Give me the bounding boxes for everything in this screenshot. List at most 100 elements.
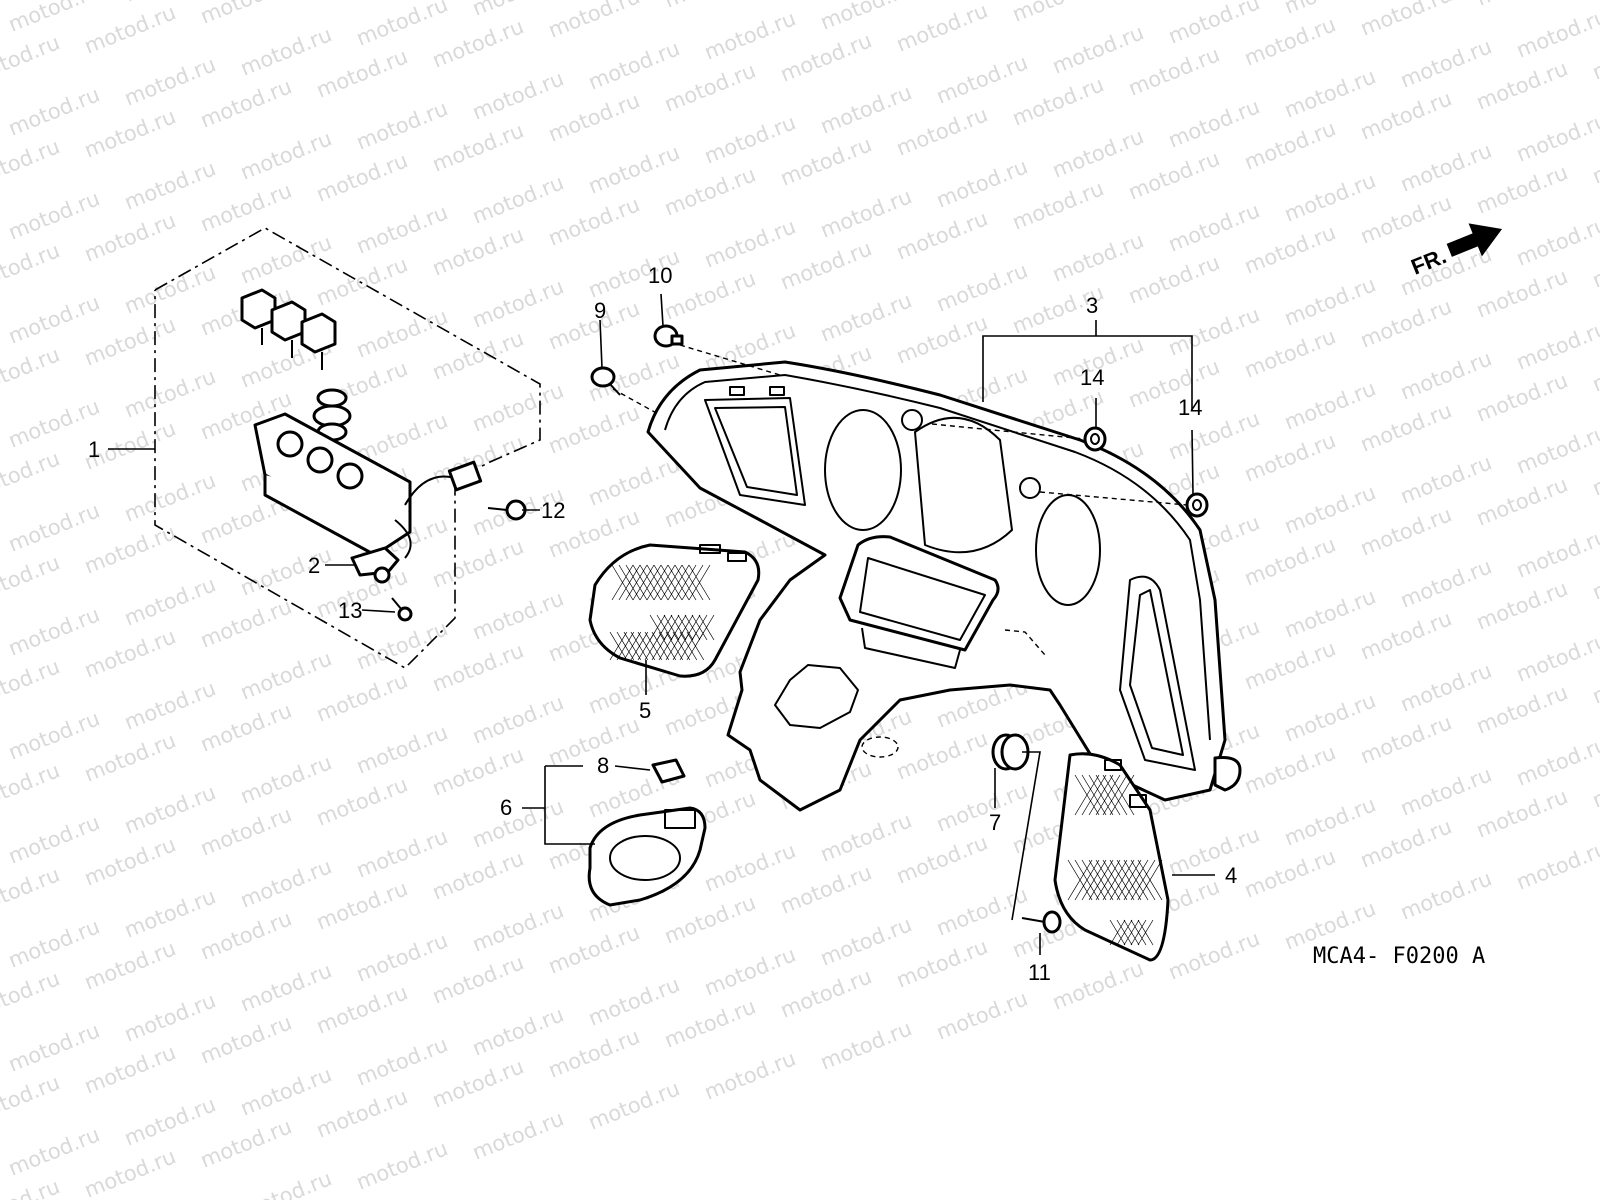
watermark-text: motod.ru [933, 154, 1031, 212]
watermark-text: motod.ru [197, 0, 295, 29]
watermark-text: motod.ru [1241, 12, 1339, 70]
watermark-text: motod.ru [893, 0, 991, 57]
watermark-text: motod.ru [237, 958, 335, 1016]
watermark-text: motod.ru [893, 830, 991, 888]
watermark-text: motod.ru [1165, 94, 1263, 152]
watermark-text: motod.ru [701, 942, 799, 1000]
callout-1: 1 [88, 437, 100, 462]
watermark-text: motod.ru [1513, 108, 1600, 166]
callout-4: 4 [1225, 863, 1237, 888]
watermark-text: motod.ru [1397, 866, 1495, 924]
watermark-text: motod.ru [429, 118, 527, 176]
callout-12: 12 [541, 498, 565, 523]
watermark-text: motod.ru [1049, 20, 1147, 78]
watermark-text: motod.ru [121, 468, 219, 526]
left-speaker-grille [588, 543, 761, 678]
watermark-text: motod.ru [1357, 190, 1455, 248]
dial-knob-7 [991, 733, 1030, 771]
watermark-text: motod.ru [933, 258, 1031, 316]
watermark-text: motod.ru [1241, 740, 1339, 798]
watermark-text: motod.ru [777, 860, 875, 918]
watermark-text: motod.ru [1165, 926, 1263, 984]
watermark-text: motod.ru [469, 1002, 567, 1060]
watermark-text: motod.ru [893, 934, 991, 992]
callout-3: 3 [1086, 293, 1098, 318]
watermark-text: motod.ru [121, 260, 219, 318]
watermark-text: motod.ru [545, 400, 643, 458]
watermark-text: motod.ru [1589, 338, 1600, 396]
watermark-text: motod.ru [197, 698, 295, 756]
screw-12 [487, 499, 527, 521]
switch-grommet [312, 388, 352, 442]
callout-7: 7 [989, 810, 1001, 835]
screw-10 [653, 324, 684, 348]
watermark-text: motod.ru [121, 988, 219, 1046]
watermark-text: motod.ru [661, 994, 759, 1052]
watermark-text: motod.ru [121, 364, 219, 422]
watermark-text: motod.ru [121, 676, 219, 734]
right-speaker-grille [1053, 752, 1170, 962]
switch-housing [253, 412, 483, 559]
watermark-text: motod.ru [5, 186, 103, 244]
watermark-text: motod.ru [0, 238, 63, 296]
watermark-text: motod.ru [81, 832, 179, 890]
watermark-text: motod.ru [81, 624, 179, 682]
watermark-text: motod.ru [661, 0, 759, 13]
watermark-text: motod.ru [817, 912, 915, 970]
watermark-text: motod.ru [429, 846, 527, 904]
watermark-text: motod.ru [933, 986, 1031, 1044]
callout-11: 11 [1028, 960, 1051, 985]
watermark-text: motod.ru [313, 1084, 411, 1142]
watermark-text: motod.ru [585, 1076, 683, 1134]
watermark-text: motod.ru [313, 148, 411, 206]
watermark-text: motod.ru [1513, 732, 1600, 790]
watermark-text: motod.ru [1009, 72, 1107, 130]
callout-9: 9 [594, 298, 606, 323]
watermark-text: motod.ru [1589, 234, 1600, 292]
watermark-text: motod.ru [237, 126, 335, 184]
watermark-text: motod.ru [429, 742, 527, 800]
watermark-text: motod.ru [701, 6, 799, 64]
watermark-text: motod.ru [5, 810, 103, 868]
watermark-text: motod.ru [701, 110, 799, 168]
watermark-text: motod.ru [429, 950, 527, 1008]
watermark-text: motod.ru [701, 838, 799, 896]
watermark-text: motod.ru [121, 52, 219, 110]
watermark-text: motod.ru [1357, 86, 1455, 144]
screw-11 [1021, 910, 1062, 934]
watermark-text: motod.ru [545, 88, 643, 146]
callout-10: 10 [648, 263, 672, 288]
watermark-text: motod.ru [313, 668, 411, 726]
watermark-text: motod.ru [1241, 116, 1339, 174]
watermark-text: motod.ru [1589, 754, 1600, 812]
callout-5: 5 [639, 698, 651, 723]
watermark-text: motod.ru [1125, 250, 1223, 308]
watermark-text: motod.ru [777, 28, 875, 86]
watermark-text: motod.ru [353, 304, 451, 362]
watermark-text: motod.ru [0, 446, 63, 504]
watermark-text: motod.ru [1165, 198, 1263, 256]
callout-8: 8 [597, 753, 609, 778]
watermark-text: motod.ru [353, 824, 451, 882]
watermark-text: motod.ru [661, 58, 759, 116]
watermark-text: motod.ru [353, 720, 451, 778]
watermark-text: motod.ru [1165, 302, 1263, 360]
callout-14b: 14 [1178, 395, 1202, 420]
watermark-text: motod.ru [1589, 442, 1600, 500]
leader-lines [108, 293, 1215, 955]
watermark-text: motod.ru [121, 884, 219, 942]
watermark-text: motod.ru [0, 1174, 63, 1200]
watermark-text: motod.ru [1357, 814, 1455, 872]
switch-knobs [240, 288, 337, 370]
watermark-text: motod.ru [121, 780, 219, 838]
watermark-text: motod.ru [1357, 606, 1455, 664]
watermark-text: motod.ru [0, 1070, 63, 1128]
watermark-text: motod.ru [121, 156, 219, 214]
watermark-text: motod.ru [817, 80, 915, 138]
watermark-text: motod.ru [5, 290, 103, 348]
watermark-text: motod.ru [817, 288, 915, 346]
watermark-text: motod.ru [0, 342, 63, 400]
watermark-text: motod.ru [1513, 420, 1600, 478]
watermark-text: motod.ru [545, 920, 643, 978]
